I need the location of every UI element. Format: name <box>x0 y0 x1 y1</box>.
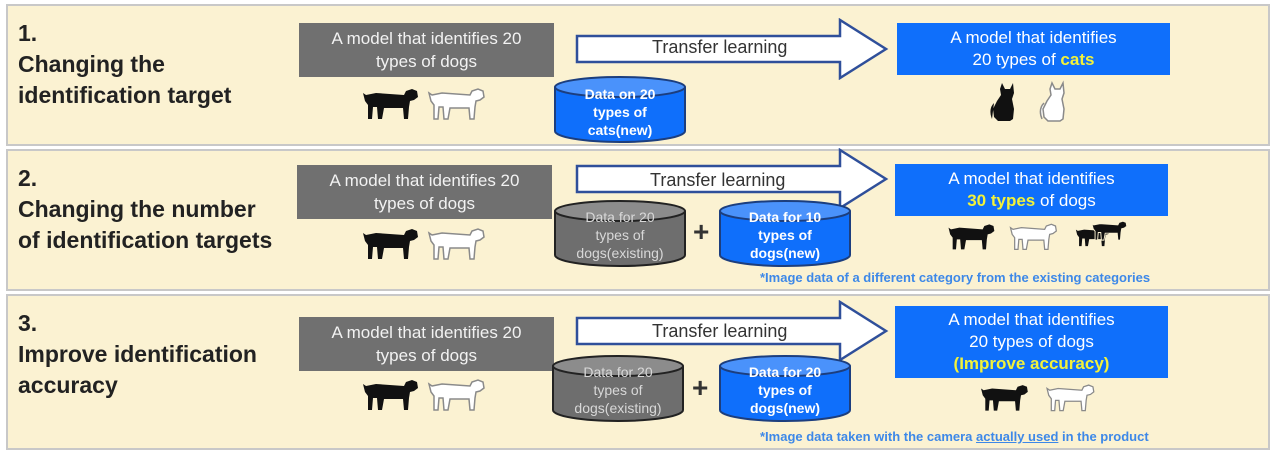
white-dog-icon <box>426 83 486 123</box>
row-3-plus-sign: + <box>692 372 709 403</box>
row-3-new-data-line-3: dogs(new) <box>750 400 820 416</box>
row-3-existing-data-line-1: Data for 20 <box>583 364 653 380</box>
row-2-new-data-line-3: dogs(new) <box>750 245 820 261</box>
row-1-new-data-cylinder <box>554 76 686 143</box>
white-cat-icon <box>1038 79 1068 123</box>
row-3-heading: 3. Improve identification accuracy <box>18 308 257 401</box>
row-3-existing-data-line-3: dogs(existing) <box>574 400 662 416</box>
row-3-result-line-2: 20 types of dogs <box>969 332 1094 351</box>
white-dog-icon <box>426 374 486 414</box>
row-3-heading-line-1: Improve identification <box>18 341 257 367</box>
row-3-result-model-box: A model that identifies 20 types of dogs… <box>895 306 1168 378</box>
row-2-existing-data-label: Data for 20 types of dogs(existing) <box>553 208 687 262</box>
row-3-result-highlight: (Improve accuracy) <box>953 354 1110 373</box>
white-dog-icon <box>1044 380 1096 414</box>
row-3-existing-data-line-2: types of <box>593 382 643 398</box>
black-dog-icon <box>360 374 420 414</box>
row-3-new-data-cylinder <box>719 355 851 422</box>
row-2-transfer-arrow <box>575 148 889 210</box>
row-1-new-data-line-3: cats(new) <box>587 122 653 138</box>
dog-pair-icon <box>1075 220 1128 247</box>
row-2-result-line-2-text: of dogs <box>1035 191 1096 210</box>
row-3-source-line-1: A model that identifies 20 <box>331 323 522 342</box>
row-2-result-line-2: 30 types of dogs <box>948 190 1114 212</box>
black-dog-icon <box>360 223 420 263</box>
row-2-existing-data-line-1: Data for 20 <box>585 209 655 225</box>
row-3-existing-data-cylinder <box>552 355 684 422</box>
row-3-number: 3. <box>18 310 38 336</box>
row-3-footnote-before: *Image data taken with the camera <box>760 429 977 444</box>
row-1-result-model-box: A model that identifies 20 types of cats <box>897 23 1170 75</box>
row-3-result-line-1: A model that identifies <box>948 310 1115 329</box>
row-2-new-data-label: Data for 10 types of dogs(new) <box>718 208 852 262</box>
row-1-result-line-2: 20 types of cats <box>950 49 1116 71</box>
black-dog-icon <box>360 83 420 123</box>
row-3-source-model-box: A model that identifies 20 types of dogs <box>299 317 554 371</box>
row-2-existing-data-line-2: types of <box>595 227 645 243</box>
black-dog-icon <box>978 380 1030 414</box>
row-3-new-data-label: Data for 20 types of dogs(new) <box>718 363 852 417</box>
black-dog-icon <box>946 219 996 253</box>
row-1-result-highlight: cats <box>1060 50 1095 69</box>
row-2-existing-data-cylinder <box>554 200 686 267</box>
row-2-panel: 2. Changing the number of identification… <box>6 148 1270 291</box>
row-2-plus-sign: + <box>693 216 710 247</box>
row-1-new-data-line-1: Data on 20 <box>584 86 656 102</box>
row-3-new-data-line-2: types of <box>758 382 812 398</box>
row-1-arrow-label: Transfer learning <box>652 37 788 57</box>
row-3-footnote: *Image data taken with the camera actual… <box>760 429 1149 444</box>
row-3-new-data-line-1: Data for 20 <box>748 364 822 380</box>
row-2-result-model-box: A model that identifies 30 types of dogs <box>895 164 1168 216</box>
row-2-new-data-line-2: types of <box>758 227 812 243</box>
row-1-heading-line-2: identification target <box>18 82 232 108</box>
row-3-existing-data-label: Data for 20 types of dogs(existing) <box>551 363 685 417</box>
row-1-panel: 1. Changing the identification target A … <box>6 4 1270 146</box>
row-2-footnote: *Image data of a different category from… <box>760 270 1151 285</box>
row-3-arrow-label: Transfer learning <box>652 321 788 341</box>
row-2-result-highlight: 30 types <box>967 191 1036 210</box>
row-1-source-model-box: A model that identifies 20 types of dogs <box>299 23 554 77</box>
row-1-transfer-arrow <box>575 18 889 80</box>
row-1-heading: 1. Changing the identification target <box>18 18 231 111</box>
row-3-heading-line-2: accuracy <box>18 372 118 398</box>
row-1-source-line-2: types of dogs <box>375 52 478 71</box>
row-1-new-data-line-2: types of <box>593 104 647 120</box>
row-2-result-line-1: A model that identifies <box>948 169 1115 188</box>
row-3-footnote-underlined: actually used <box>976 429 1059 444</box>
row-3-footnote-after: in the product <box>1058 429 1149 444</box>
white-dog-icon <box>426 223 486 263</box>
row-2-heading-line-1: Changing the number <box>18 196 256 222</box>
row-2-new-data-cylinder <box>719 200 851 267</box>
row-2-source-model-box: A model that identifies 20 types of dogs <box>297 165 552 219</box>
row-3-panel: 3. Improve identification accuracy A mod… <box>6 294 1270 450</box>
row-3-source-line-2: types of dogs <box>375 346 478 365</box>
row-1-result-line-1: A model that identifies <box>950 28 1117 47</box>
row-2-new-data-line-1: Data for 10 <box>748 209 822 225</box>
row-2-heading-line-2: of identification targets <box>18 227 273 253</box>
row-2-arrow-label: Transfer learning <box>650 170 786 190</box>
row-2-source-line-1: A model that identifies 20 <box>329 171 520 190</box>
row-1-heading-line-1: Changing the <box>18 51 165 77</box>
row-2-heading: 2. Changing the number of identification… <box>18 163 272 256</box>
row-2-existing-data-line-3: dogs(existing) <box>576 245 664 261</box>
row-1-number: 1. <box>18 20 38 46</box>
row-1-source-line-1: A model that identifies 20 <box>331 29 522 48</box>
row-2-number: 2. <box>18 165 38 191</box>
row-2-source-line-2: types of dogs <box>373 194 476 213</box>
row-1-new-data-label: Data on 20 types of cats(new) <box>553 85 687 139</box>
row-1-result-line-2-text: 20 types of <box>972 50 1061 69</box>
black-cat-icon <box>988 79 1018 123</box>
row-3-transfer-arrow <box>575 300 889 362</box>
white-dog-icon <box>1008 219 1058 253</box>
